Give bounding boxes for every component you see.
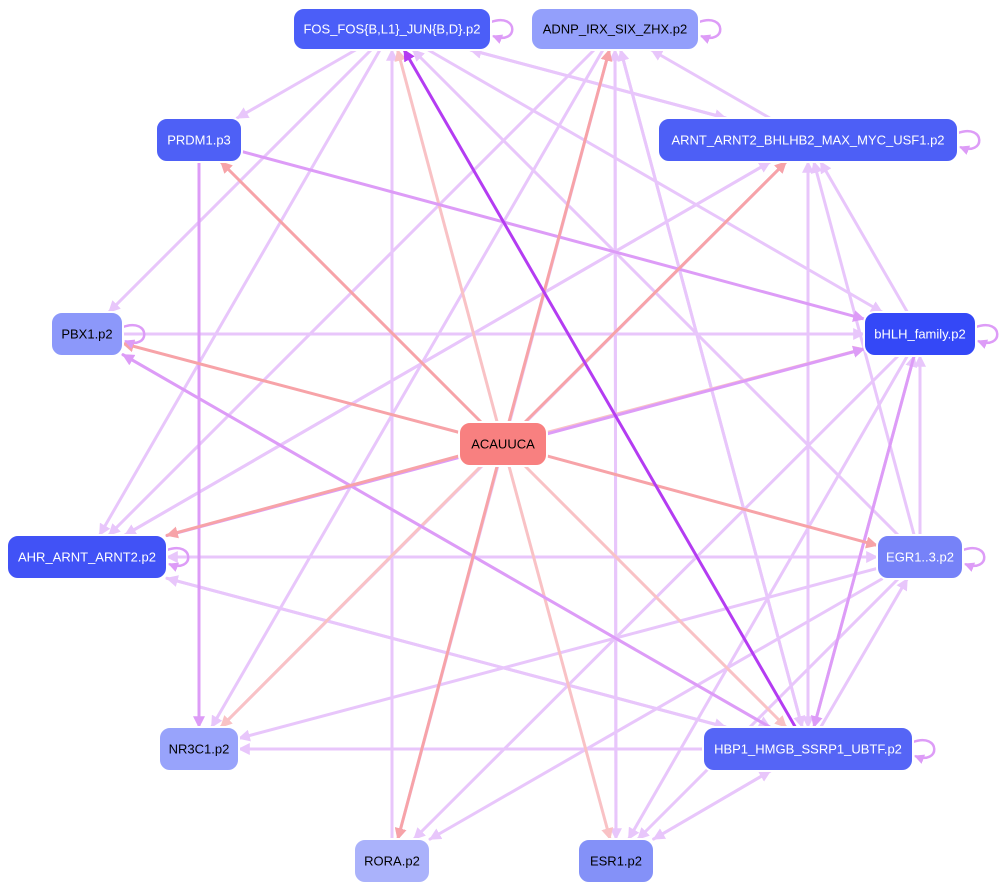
node-label-nr3c1: NR3C1.p2 [169, 742, 230, 757]
edge-acauuca-to-adnp [507, 48, 613, 424]
self-loop-adnp [698, 18, 722, 44]
edge-arnt-to-fos [469, 46, 728, 120]
node-label-fos: FOS_FOS{B,L1}_JUN{B,D}.p2 [303, 22, 480, 37]
node-acauuca[interactable]: ACAUUCA [458, 421, 548, 467]
edge-egr1-to-nr3c1 [237, 566, 879, 742]
node-box-rora [353, 838, 431, 884]
node-label-egr1: EGR1..3.p2 [886, 550, 954, 565]
edge-prdm1-to-bhlh [240, 150, 866, 322]
node-box-esr1 [577, 838, 655, 884]
edge-bhlh-to-esr1 [627, 354, 909, 841]
node-box-hbp1 [702, 726, 914, 772]
node-prdm1[interactable]: PRDM1.p3 [155, 117, 243, 163]
self-loop-pbx1 [122, 323, 146, 349]
edges-layer [98, 46, 926, 841]
node-box-acauuca [458, 421, 548, 467]
node-rora[interactable]: RORA.p2 [353, 838, 431, 884]
node-box-fos [292, 7, 492, 51]
nodes-layer: FOS_FOS{B,L1}_JUN{B,D}.p2 ADNP_IRX_SIX_ZH… [6, 7, 977, 884]
edge-acauuca-to-fos [394, 48, 499, 424]
edge-fos-to-prdm1 [235, 48, 357, 120]
self-loop-egr1 [962, 546, 986, 572]
edge-acauuca-to-hbp1 [523, 464, 788, 729]
edge-arnt-to-adnp [650, 48, 772, 120]
self-loop-bhlh [975, 323, 999, 349]
edge-acauuca-to-egr1 [545, 454, 879, 549]
node-label-rora: RORA.p2 [364, 854, 420, 869]
node-box-pbx1 [50, 311, 124, 357]
node-box-prdm1 [155, 117, 243, 163]
node-label-ahr: AHR_ARNT_ARNT2.p2 [18, 550, 156, 565]
node-bhlh[interactable]: bHLH_family.p2 [863, 311, 977, 357]
node-box-ahr [6, 534, 168, 580]
node-box-bhlh [863, 311, 977, 357]
self-loop-ahr [166, 546, 190, 572]
self-loops-layer [122, 18, 999, 764]
edge-bhlh-to-arnt [819, 160, 909, 314]
edge-hbp1-to-fos [402, 48, 797, 729]
node-label-bhlh: bHLH_family.p2 [874, 327, 966, 342]
edge-hbp1-to-egr1 [819, 577, 909, 729]
edge-esr1-to-hbp1 [652, 769, 772, 841]
node-ahr[interactable]: AHR_ARNT_ARNT2.p2 [6, 534, 168, 580]
node-egr1[interactable]: EGR1..3.p2 [876, 534, 964, 580]
node-box-adnp [530, 7, 700, 51]
node-label-hbp1: HBP1_HMGB_SSRP1_UBTF.p2 [714, 742, 902, 757]
node-label-pbx1: PBX1.p2 [61, 327, 112, 342]
node-label-acauuca: ACAUUCA [471, 437, 535, 452]
edge-acauuca-to-prdm1 [219, 160, 483, 424]
node-arnt[interactable]: ARNT_ARNT2_BHLHB2_MAX_MYC_USF1.p2 [657, 117, 959, 163]
node-esr1[interactable]: ESR1.p2 [577, 838, 655, 884]
node-box-arnt [657, 117, 959, 163]
edge-acauuca-to-pbx1 [121, 340, 461, 434]
edge-hbp1-to-pbx1 [121, 353, 772, 729]
node-box-nr3c1 [158, 726, 240, 772]
edge-acauuca-to-arnt [523, 160, 788, 424]
node-label-arnt: ARNT_ARNT2_BHLHB2_MAX_MYC_USF1.p2 [671, 133, 944, 148]
edge-fos-to-ahr [98, 48, 382, 537]
node-adnp[interactable]: ADNP_IRX_SIX_ZHX.p2 [530, 7, 700, 51]
node-label-esr1: ESR1.p2 [590, 854, 642, 869]
self-loop-arnt [957, 129, 981, 155]
self-loop-fos [490, 18, 514, 44]
edge-acauuca-to-rora [394, 464, 499, 841]
node-nr3c1[interactable]: NR3C1.p2 [158, 726, 240, 772]
edge-esr1-to-adnp [609, 48, 622, 841]
edge-acauuca-to-esr1 [507, 464, 614, 841]
edge-arnt-to-ahr [123, 160, 772, 537]
node-label-adnp: ADNP_IRX_SIX_ZHX.p2 [543, 22, 688, 37]
node-label-prdm1: PRDM1.p3 [167, 133, 231, 148]
edge-acauuca-to-ahr [165, 454, 461, 539]
node-hbp1[interactable]: HBP1_HMGB_SSRP1_UBTF.p2 [702, 726, 914, 772]
edge-acauuca-to-nr3c1 [219, 464, 483, 729]
node-box-egr1 [876, 534, 964, 580]
node-pbx1[interactable]: PBX1.p2 [50, 311, 124, 357]
edge-adnp-to-nr3c1 [210, 48, 605, 729]
node-fos[interactable]: FOS_FOS{B,L1}_JUN{B,D}.p2 [292, 7, 492, 51]
self-loop-hbp1 [912, 738, 936, 764]
